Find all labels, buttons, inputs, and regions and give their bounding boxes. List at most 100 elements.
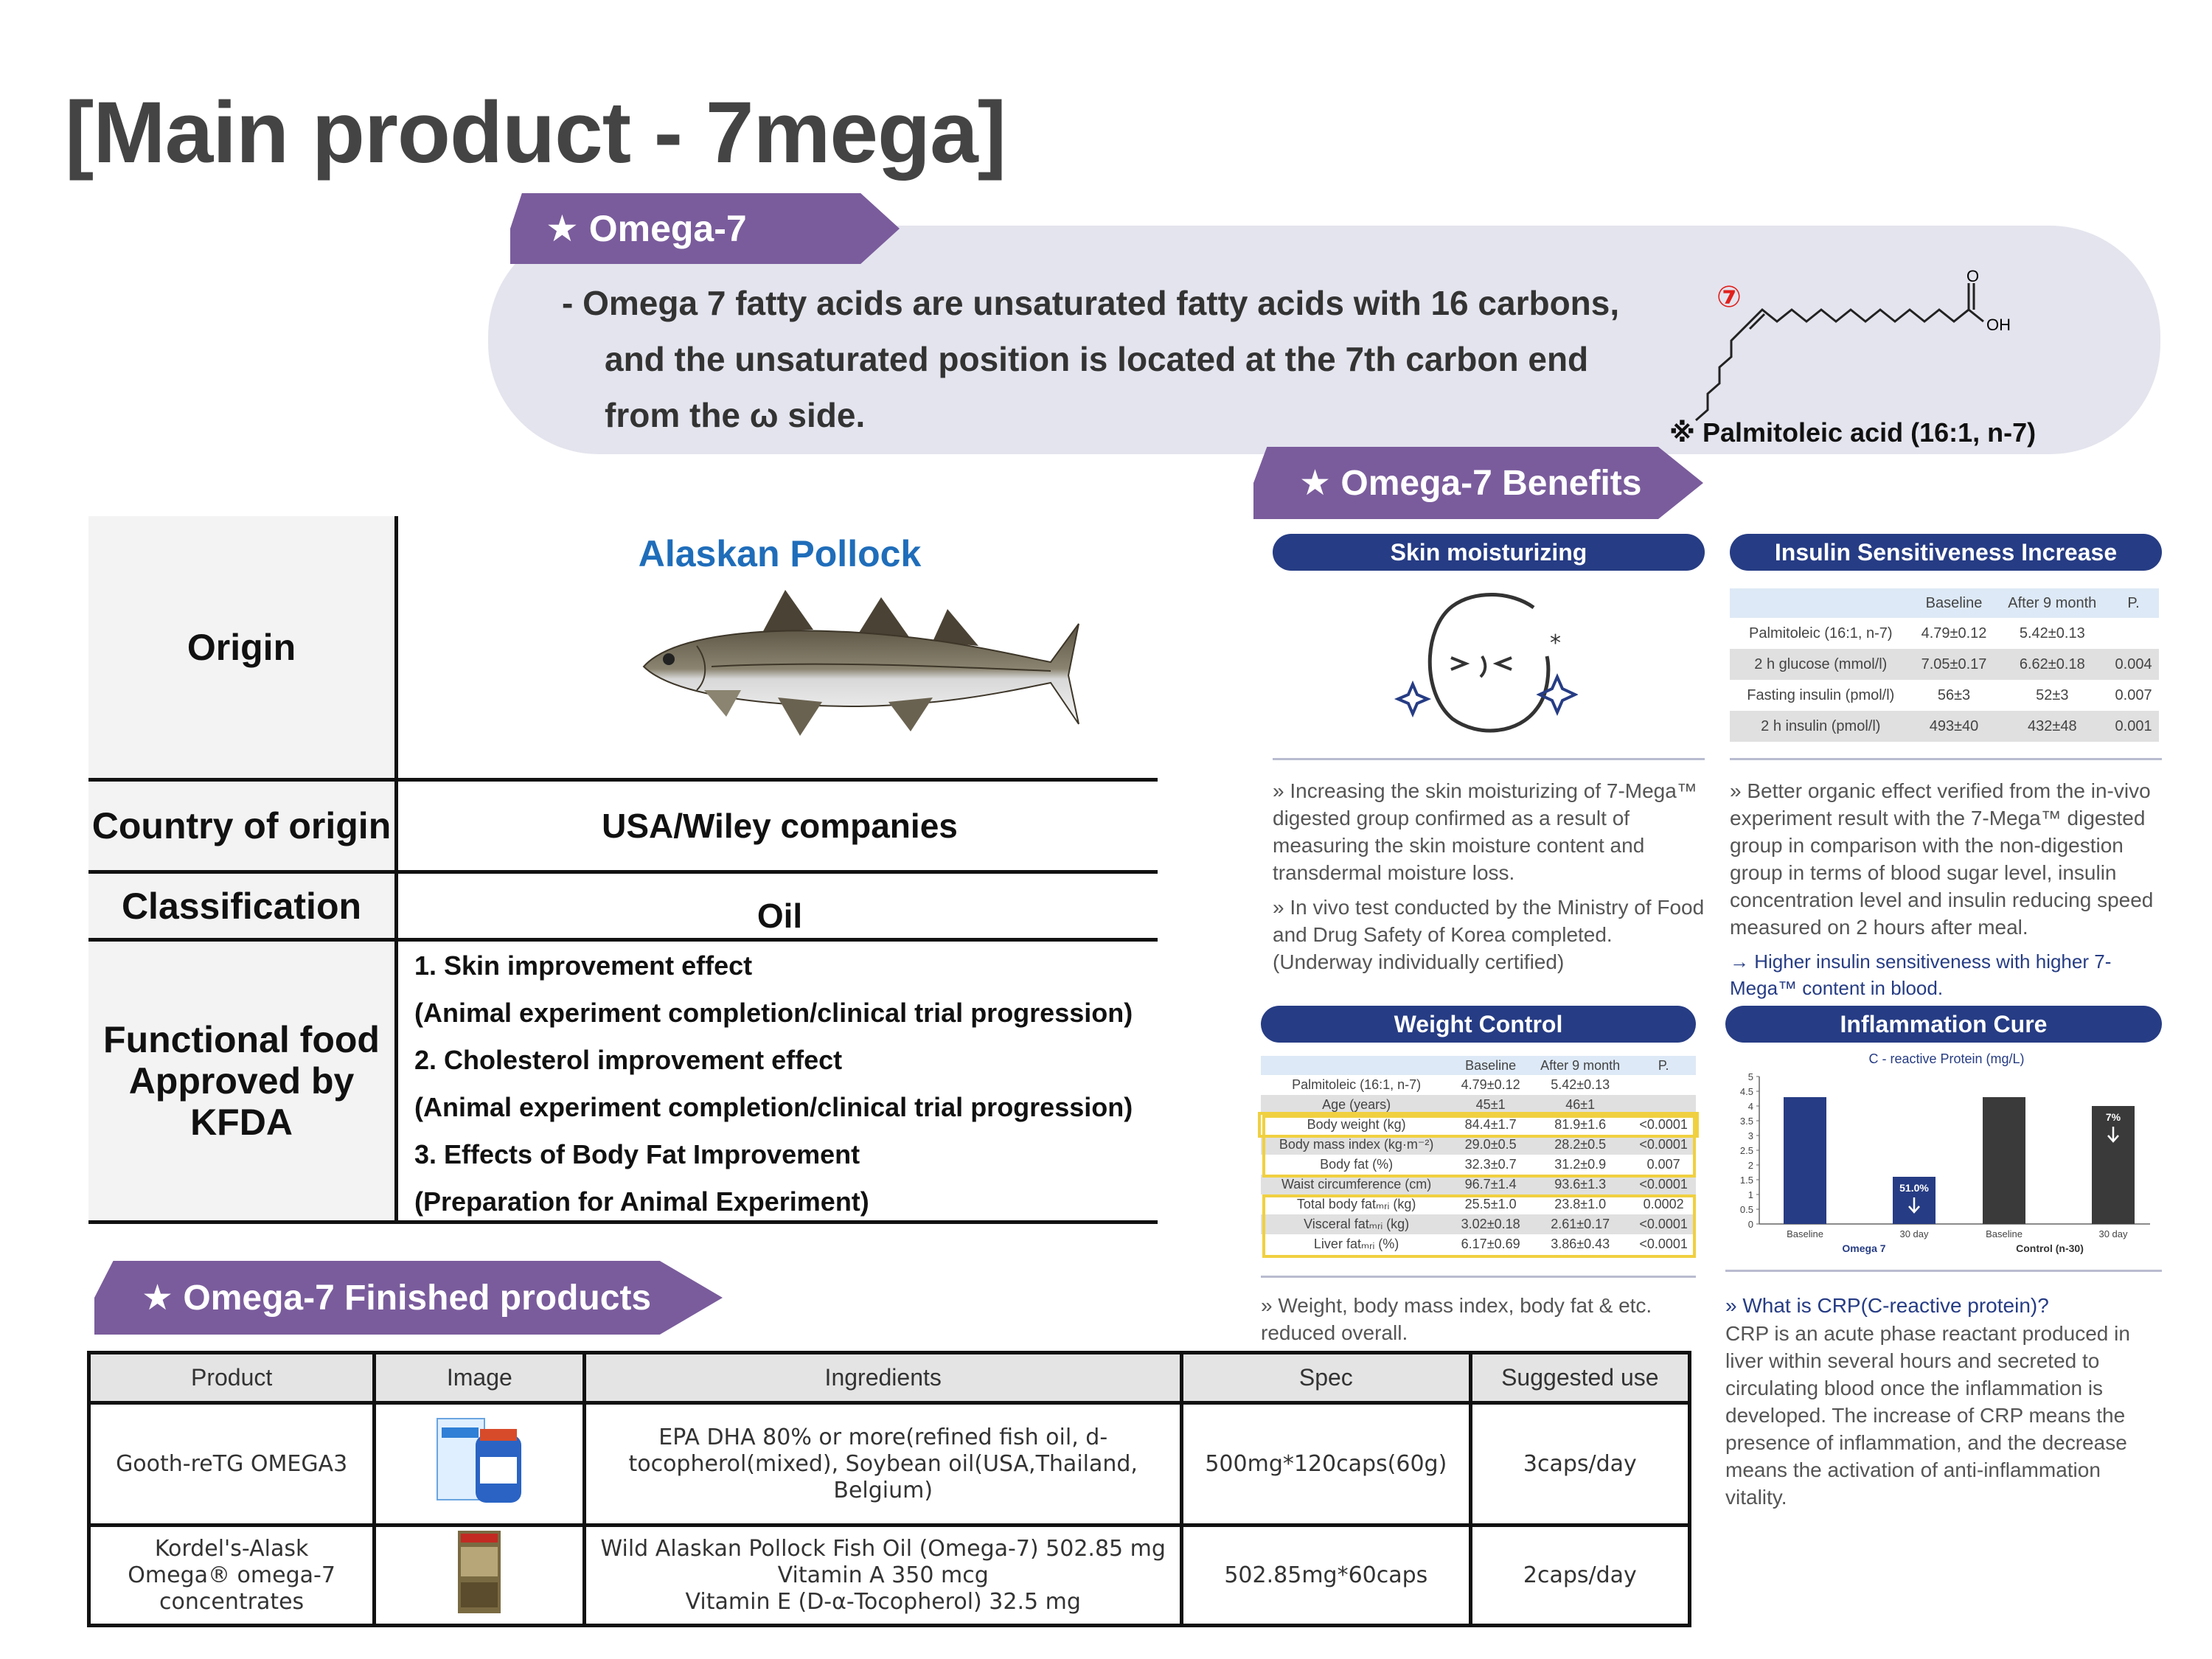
table-row: Palmitoleic (16:1, n-7) 4.79±0.12 5.42±0… <box>1261 1075 1696 1095</box>
table-row: Body fat (%) 32.3±0.7 31.2±0.9 0.007 <box>1261 1155 1696 1175</box>
insulin-divider <box>1730 758 2162 760</box>
group-label-omega7: Omega 7 <box>1842 1242 1885 1254</box>
functional-item-6: (Preparation for Animal Experiment) <box>414 1186 869 1217</box>
table-cell: 2.61±0.17 <box>1529 1214 1632 1234</box>
table-cell: 56±3 <box>1937 686 1971 703</box>
table-row: 2 h insulin (pmol/l) 493±40 432±48 0.001 <box>1730 711 2159 742</box>
table-cell: Visceral fatₘᵣᵢ (kg) <box>1261 1214 1453 1234</box>
insulin-text-2: → Higher insulin sensitiveness with high… <box>1730 950 2112 999</box>
table-cell: 84.4±1.7 <box>1464 1117 1517 1132</box>
country-row: Country of origin USA/Wiley companies <box>88 782 1158 874</box>
down-arrow-icon <box>1908 1197 1920 1214</box>
omega7-banner: ★ Omega-7 <box>510 193 900 264</box>
classification-value: Oil <box>757 896 803 935</box>
crp-question: » What is CRP(C-reactive protein)? <box>1725 1294 2049 1317</box>
insulin-header: P. <box>2108 588 2159 618</box>
functional-item-3: 2. Cholesterol improvement effect <box>414 1045 843 1075</box>
product-use: 3caps/day <box>1468 1401 1692 1527</box>
table-cell: 7.05±0.17 <box>1911 649 1997 680</box>
omega7-desc-line-1: - Omega 7 fatty acids are unsaturated fa… <box>562 284 1620 322</box>
table-row: Total body fatₘᵣᵢ (kg) 25.5±1.0 23.8±1.0… <box>1261 1194 1696 1214</box>
origin-row: Origin Alaskan Pollock <box>88 516 1158 782</box>
origin-value: Alaskan Pollock <box>638 533 922 574</box>
chart-bar <box>1983 1097 2025 1224</box>
table-cell: 0.001 <box>2108 711 2159 742</box>
y-tick-label: 3 <box>1748 1130 1753 1141</box>
bar-annotation: 7% <box>2106 1111 2121 1123</box>
product-name: Gooth-reTG OMEGA3 <box>86 1401 377 1527</box>
table-cell: 5.42±0.13 <box>1551 1077 1610 1092</box>
y-tick-label: 0 <box>1748 1219 1753 1230</box>
table-cell: Liver fatₘᵣᵢ (%) <box>1313 1237 1399 1251</box>
product-image-cell <box>372 1401 587 1527</box>
y-tick-label: 1 <box>1748 1189 1753 1200</box>
table-cell <box>2108 618 2159 649</box>
table-cell: 6.62±0.18 <box>1996 649 2109 680</box>
table-cell: Waist circumference (cm) <box>1261 1175 1453 1194</box>
table-row: Gooth-reTG OMEGA3 EPA DHA 80% or more(re… <box>86 1401 1692 1527</box>
table-cell: 0.007 <box>2115 686 2152 703</box>
functional-item-4: (Animal experiment completion/clinical t… <box>414 1092 1133 1122</box>
hydroxyl-label: OH <box>1986 316 2011 334</box>
insulin-header <box>1730 588 1912 618</box>
oxygen-label: O <box>1966 267 1979 285</box>
weight-control-title: Weight Control <box>1261 1006 1696 1043</box>
y-tick-label: 2 <box>1748 1160 1753 1171</box>
y-tick-label: 4 <box>1748 1101 1753 1112</box>
table-cell: 2 h glucose (mmol/l) <box>1730 649 1912 680</box>
y-tick-label: 5 <box>1748 1071 1753 1082</box>
weight-header: After 9 month <box>1529 1056 1632 1075</box>
page-title: [Main product - 7mega] <box>65 84 1006 181</box>
table-cell: Palmitoleic (16:1, n-7) <box>1749 625 1893 641</box>
table-cell: 29.0±0.5 <box>1452 1135 1530 1155</box>
functional-label: Functional food Approved by KFDA <box>88 942 398 1220</box>
product-ingredients: Wild Alaskan Pollock Fish Oil (Omega-7) … <box>582 1523 1183 1627</box>
bar-annotation: 51.0% <box>1899 1182 1929 1194</box>
table-row: Body weight (kg) 84.4±1.7 81.9±1.6 <0.00… <box>1258 1112 1699 1138</box>
weight-header: P. <box>1631 1056 1696 1075</box>
table-row: 2 h glucose (mmol/l) 7.05±0.17 6.62±0.18… <box>1730 649 2159 680</box>
face-icon: * <box>1394 593 1578 733</box>
header-use: Suggested use <box>1468 1351 1692 1405</box>
ingredient-line: Wild Alaskan Pollock Fish Oil (Omega-7) … <box>600 1535 1166 1562</box>
functional-item-5: 3. Effects of Body Fat Improvement <box>414 1139 860 1169</box>
table-cell: <0.0001 <box>1631 1175 1696 1194</box>
x-tick-label: Baseline <box>1986 1228 2023 1239</box>
weight-divider <box>1261 1276 1696 1278</box>
inflammation-divider <box>1725 1270 2162 1272</box>
classification-row: Classification Oil <box>88 874 1158 942</box>
x-tick-label: Baseline <box>1787 1228 1823 1239</box>
table-cell: 3.86±0.43 <box>1551 1237 1610 1251</box>
y-tick-label: 1.5 <box>1740 1175 1753 1186</box>
weight-header <box>1261 1056 1453 1075</box>
insulin-text-1: » Better organic effect verified from th… <box>1730 779 2154 939</box>
header-ingredients: Ingredients <box>582 1351 1183 1405</box>
table-cell: Body weight (kg) <box>1307 1117 1406 1132</box>
down-arrow-icon <box>2107 1127 2119 1143</box>
table-cell: Fasting insulin (pmol/l) <box>1747 686 1895 703</box>
table-cell: 0.0002 <box>1643 1197 1684 1211</box>
structure-note: ※ Palmitoleic acid (16:1, n-7) <box>1669 417 2037 448</box>
benefits-banner: ★ Omega-7 Benefits <box>1253 447 1703 519</box>
carbon-7-marker: ⑦ <box>1717 280 1742 314</box>
table-header-row: Product Image Ingredients Spec Suggested… <box>86 1351 1692 1405</box>
y-tick-label: 4.5 <box>1740 1086 1753 1097</box>
table-cell: 4.79±0.12 <box>1461 1077 1520 1092</box>
table-row: Liver fatₘᵣᵢ (%) 6.17±0.69 3.86±0.43 <0.… <box>1261 1234 1696 1254</box>
table-cell: 52±3 <box>2036 686 2069 703</box>
table-cell: <0.0001 <box>1639 1237 1688 1251</box>
table-cell: Total body fatₘᵣᵢ (kg) <box>1296 1197 1416 1211</box>
table-row: Body mass index (kg·m⁻²) 29.0±0.5 28.2±0… <box>1261 1135 1696 1155</box>
y-tick-label: 3.5 <box>1740 1116 1753 1127</box>
weight-text-1: » Weight, body mass index, body fat & et… <box>1261 1294 1652 1344</box>
skin-text-2: » In vivo test conducted by the Ministry… <box>1273 896 1705 973</box>
palmitoleic-acid-structure: O OH ⑦ <box>1695 267 2011 422</box>
table-cell <box>1631 1095 1696 1115</box>
table-cell: 3.02±0.18 <box>1452 1214 1530 1234</box>
y-tick-label: 2.5 <box>1740 1145 1753 1156</box>
x-tick-label: 30 day <box>1899 1228 1929 1239</box>
table-cell <box>1631 1075 1696 1095</box>
product-use: 2caps/day <box>1468 1523 1692 1627</box>
table-cell: Palmitoleic (16:1, n-7) <box>1292 1077 1422 1092</box>
table-cell: 2 h insulin (pmol/l) <box>1730 711 1912 742</box>
